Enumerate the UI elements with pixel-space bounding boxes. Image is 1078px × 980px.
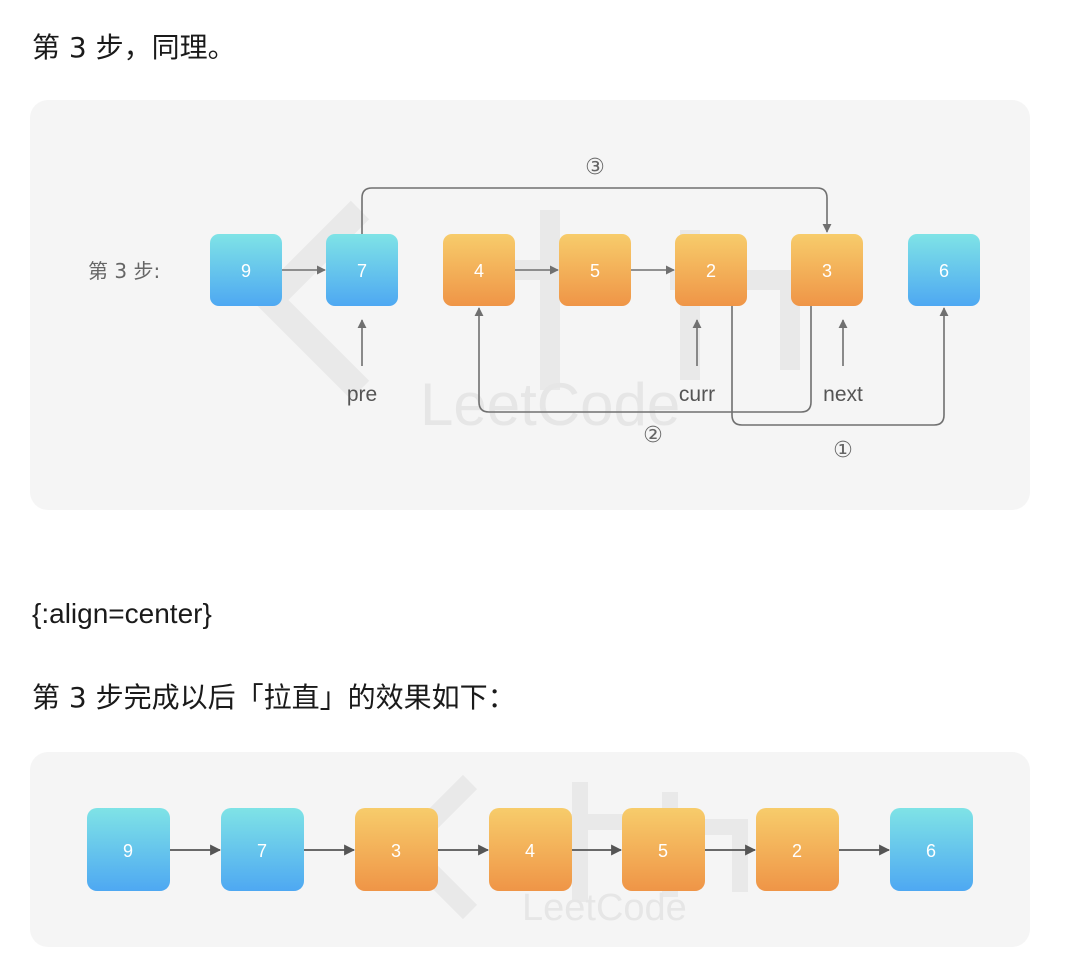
step2-link-arrow — [474, 306, 812, 413]
list-node: 3 — [791, 234, 863, 306]
step-marker-three: ③ — [585, 155, 605, 180]
list-node: 9 — [210, 234, 282, 306]
step3-intro-text: 第 3 步，同理。 — [32, 31, 236, 64]
step-marker-two: ② — [643, 423, 663, 448]
node-value: 6 — [939, 261, 949, 281]
curr-pointer-label: curr — [679, 383, 715, 406]
linked-list-step3-diagram: LeetCode 第 3 步: 9 7 4 5 2 3 — [88, 155, 980, 463]
node-value: 3 — [822, 261, 832, 281]
diagram-panel-straightened: LeetCode 9 7 3 4 5 2 6 — [30, 752, 1030, 947]
watermark-text: LeetCode — [522, 887, 687, 929]
node-value: 4 — [474, 261, 484, 281]
list-node: 2 — [675, 234, 747, 306]
node-value: 2 — [706, 261, 716, 281]
step-marker-one: ① — [833, 438, 853, 463]
align-marker-text: {:align=center} — [32, 598, 212, 629]
watermark-text: LeetCode — [420, 371, 680, 438]
step3-link-arrow — [361, 187, 832, 234]
step1-link-arrow — [731, 306, 949, 426]
node-value: 5 — [658, 841, 668, 861]
list-node: 4 — [489, 808, 572, 891]
list-node: 5 — [559, 234, 631, 306]
straighten-intro-text: 第 3 步完成以后「拉直」的效果如下： — [32, 681, 516, 714]
list-node: 7 — [326, 234, 398, 306]
list-node: 6 — [908, 234, 980, 306]
list-node: 4 — [443, 234, 515, 306]
list-node: 2 — [756, 808, 839, 891]
step-label: 第 3 步: — [88, 259, 160, 283]
diagram-panel-step3: LeetCode 第 3 步: 9 7 4 5 2 3 — [30, 100, 1030, 510]
node-value: 4 — [525, 841, 535, 861]
node-value: 3 — [391, 841, 401, 861]
node-value: 5 — [590, 261, 600, 281]
node-value: 9 — [241, 261, 251, 281]
linked-list-straightened-diagram: LeetCode 9 7 3 4 5 2 6 — [87, 774, 973, 929]
list-node: 6 — [890, 808, 973, 891]
list-node: 7 — [221, 808, 304, 891]
node-value: 7 — [357, 261, 367, 281]
list-node: 9 — [87, 808, 170, 891]
next-pointer-label: next — [823, 383, 863, 406]
node-value: 6 — [926, 841, 936, 861]
pre-pointer-label: pre — [347, 383, 377, 406]
node-value: 7 — [257, 841, 267, 861]
node-value: 9 — [123, 841, 133, 861]
node-value: 2 — [792, 841, 802, 861]
list-node: 3 — [355, 808, 438, 891]
list-node: 5 — [622, 808, 705, 891]
